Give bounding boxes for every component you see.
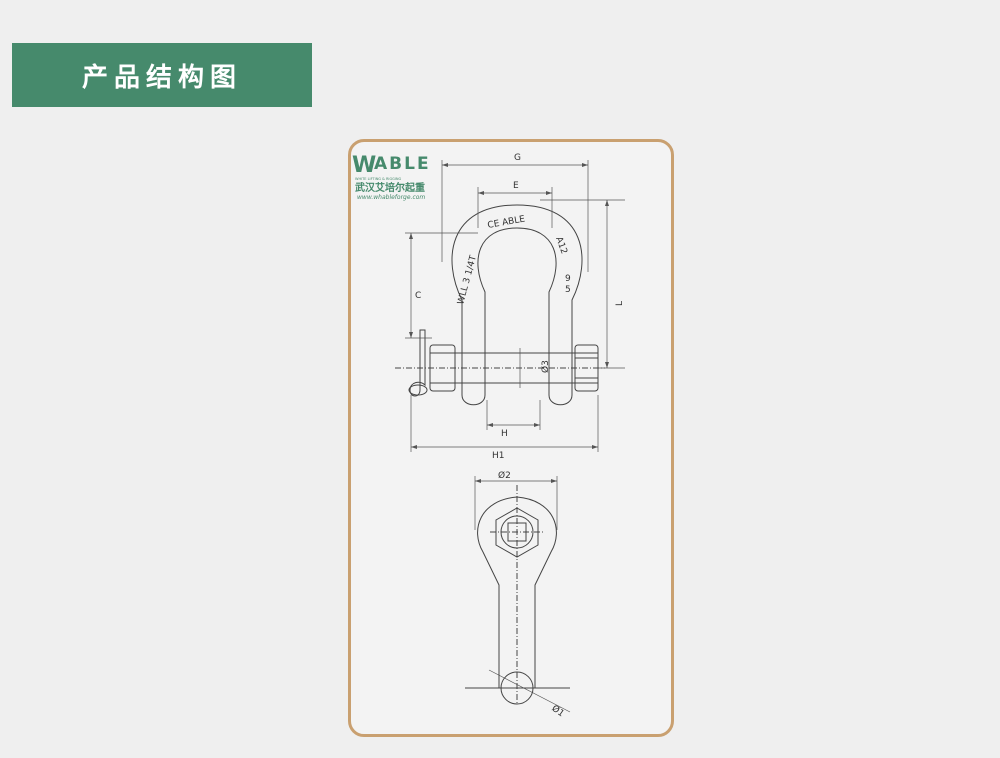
dim-label-d3: Ø3: [540, 360, 551, 373]
section-title: 产品结构图: [81, 62, 242, 93]
dim-label-c: C: [415, 291, 421, 301]
shackle-front-view: [465, 485, 570, 705]
dimension-lines: [405, 160, 625, 713]
stamp-right-c: 5: [565, 285, 571, 295]
shackle-bow: [451, 204, 583, 406]
dimension-arrows: [409, 163, 609, 483]
dim-label-l: L: [615, 301, 625, 306]
logo-wordmark: ABLE: [374, 154, 431, 174]
stamp-right-a: A12: [553, 236, 568, 256]
dim-label-h: H: [501, 429, 508, 439]
dim-label-e: E: [513, 181, 519, 191]
dim-label-g: G: [514, 153, 521, 163]
brand-logo: W ABLE WHITE LIFTING & RIGGING 武汉艾培尔起重 w…: [352, 153, 431, 201]
dim-label-h1: H1: [492, 451, 505, 461]
logo-initial: W: [352, 153, 376, 178]
logo-website: www.whableforge.com: [357, 194, 425, 201]
dim-label-d2: Ø2: [498, 470, 511, 481]
stamp-right-b: 9: [565, 274, 571, 284]
dim-label-d1: Ø1: [550, 703, 567, 719]
product-drawing-frame: [348, 139, 674, 737]
logo-company-name: 武汉艾培尔起重: [355, 181, 425, 194]
stamp-left: WLL 3 1/4T: [456, 254, 479, 306]
section-title-bar: 产品结构图: [12, 43, 312, 107]
logo-tagline: WHITE LIFTING & RIGGING: [355, 177, 402, 181]
shackle-pin: [395, 329, 605, 397]
